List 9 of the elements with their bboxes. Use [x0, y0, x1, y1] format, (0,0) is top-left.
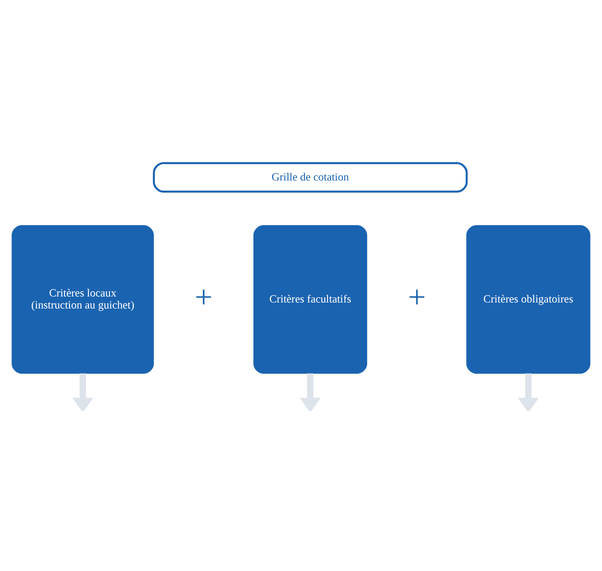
label: +: [194, 279, 213, 314]
arrow: [72, 373, 94, 411]
node-box: Critères obligatoires: [466, 225, 590, 374]
label: +: [408, 279, 426, 314]
node-box: Critères facultatifs: [253, 225, 368, 374]
node-box: Critères locaux (instruction au guichet): [12, 225, 154, 374]
arrow: [518, 373, 539, 411]
arrow: [300, 373, 321, 411]
node-box: Grille de cotation: [152, 162, 468, 193]
